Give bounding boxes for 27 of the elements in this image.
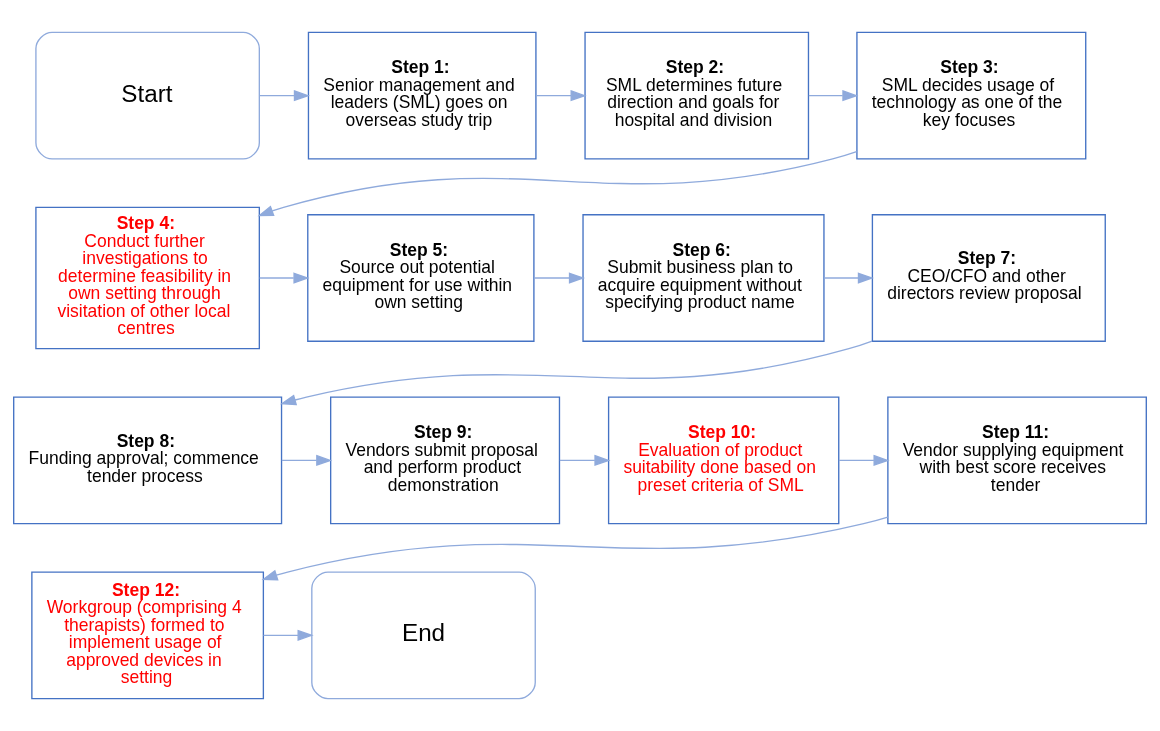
node-box: Step 7: CEO/CFO and other directors review proposal bbox=[871, 214, 1106, 342]
arrow bbox=[533, 272, 586, 284]
arrow bbox=[535, 89, 587, 102]
arrow bbox=[838, 454, 890, 467]
arrow bbox=[808, 89, 859, 102]
node-box: Step 3: SML decides usage of technology as one of the key focuses bbox=[856, 31, 1087, 160]
node-box: End bbox=[311, 571, 536, 700]
node-box: Step 11: Vendor supplying equipment with best score receives tender bbox=[887, 396, 1147, 525]
arrow bbox=[559, 454, 611, 467]
arrow bbox=[823, 272, 874, 284]
arrow bbox=[281, 454, 333, 467]
node-box: Step 2: SML determines future direction and goals for hospital and division bbox=[584, 31, 810, 160]
node-box: Step 1: Senior management and leaders (SML) goes on overseas study trip bbox=[307, 31, 537, 160]
node-box: Step 12: Workgroup (comprising 4 therapists) formed to implement usage of approved devices in setting bbox=[31, 571, 265, 700]
arrow bbox=[259, 89, 310, 102]
node-box: Start bbox=[35, 31, 260, 160]
arrow bbox=[261, 516, 889, 581]
arrow bbox=[257, 150, 858, 217]
node-box: Step 4: Conduct further investigations to determine feasibility in own setting through visitation of other local centres bbox=[35, 206, 260, 350]
arrow bbox=[259, 272, 310, 284]
node-box: Step 10: Evaluation of product suitability done based on preset criteria of SML bbox=[607, 396, 840, 525]
node-box: Step 6: Submit business plan to acquire equipment without specifying product name bbox=[582, 214, 825, 342]
node-box: Step 5: Source out potential equipment for use within own setting bbox=[307, 214, 535, 342]
arrow bbox=[262, 629, 314, 642]
arrow bbox=[280, 340, 873, 406]
node-box: Step 9: Vendors submit proposal and perform product demonstration bbox=[330, 396, 561, 525]
node-box: Step 8: Funding approval; commence tender process bbox=[13, 396, 283, 525]
